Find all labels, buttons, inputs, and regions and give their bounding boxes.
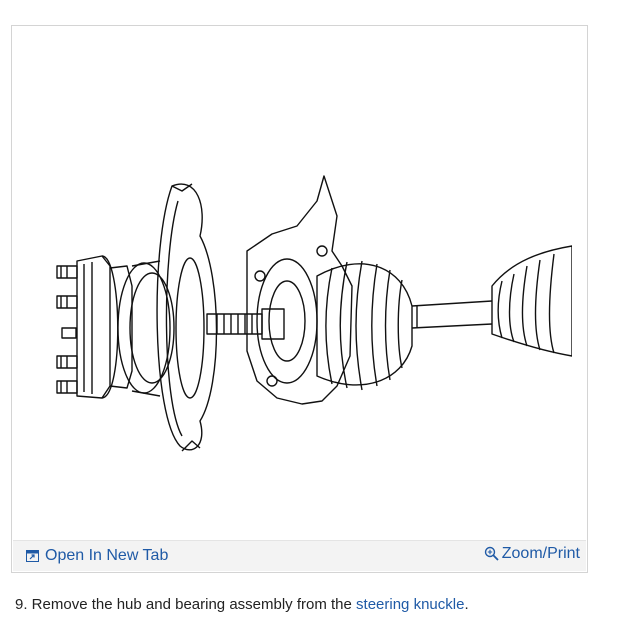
axle-shaft-thread <box>206 308 285 340</box>
figure-action-bar: Open In New Tab Zoom/Print <box>13 540 586 571</box>
zoom-print-label: Zoom/Print <box>501 545 580 562</box>
open-in-new-tab-link[interactable]: Open In New Tab <box>26 547 168 565</box>
bearing-hub <box>117 260 175 397</box>
magnifier-plus-icon <box>484 546 499 561</box>
open-new-tab-icon <box>26 550 39 562</box>
drive-shaft <box>411 300 493 329</box>
step-instruction-text: 9. Remove the hub and bearing assembly f… <box>15 596 357 613</box>
steering-knuckle-link[interactable]: steering knuckle <box>356 596 465 613</box>
figure-frame: Open In New Tab Zoom/Print <box>11 25 588 573</box>
open-in-new-tab-label: Open In New Tab <box>45 547 169 564</box>
step-instruction-end: . <box>464 596 469 613</box>
cv-joint-boot <box>316 260 413 391</box>
step-instruction: 9. Remove the hub and bearing assembly f… <box>15 596 469 613</box>
wheel-studs <box>56 265 78 394</box>
hub-bearing-removal-diagram <box>56 175 572 452</box>
hub-flange <box>76 255 133 399</box>
splash-shield <box>156 183 218 452</box>
zoom-print-link[interactable]: Zoom/Print <box>484 545 580 563</box>
inner-cv-boot <box>491 245 572 357</box>
steering-knuckle <box>246 175 353 405</box>
